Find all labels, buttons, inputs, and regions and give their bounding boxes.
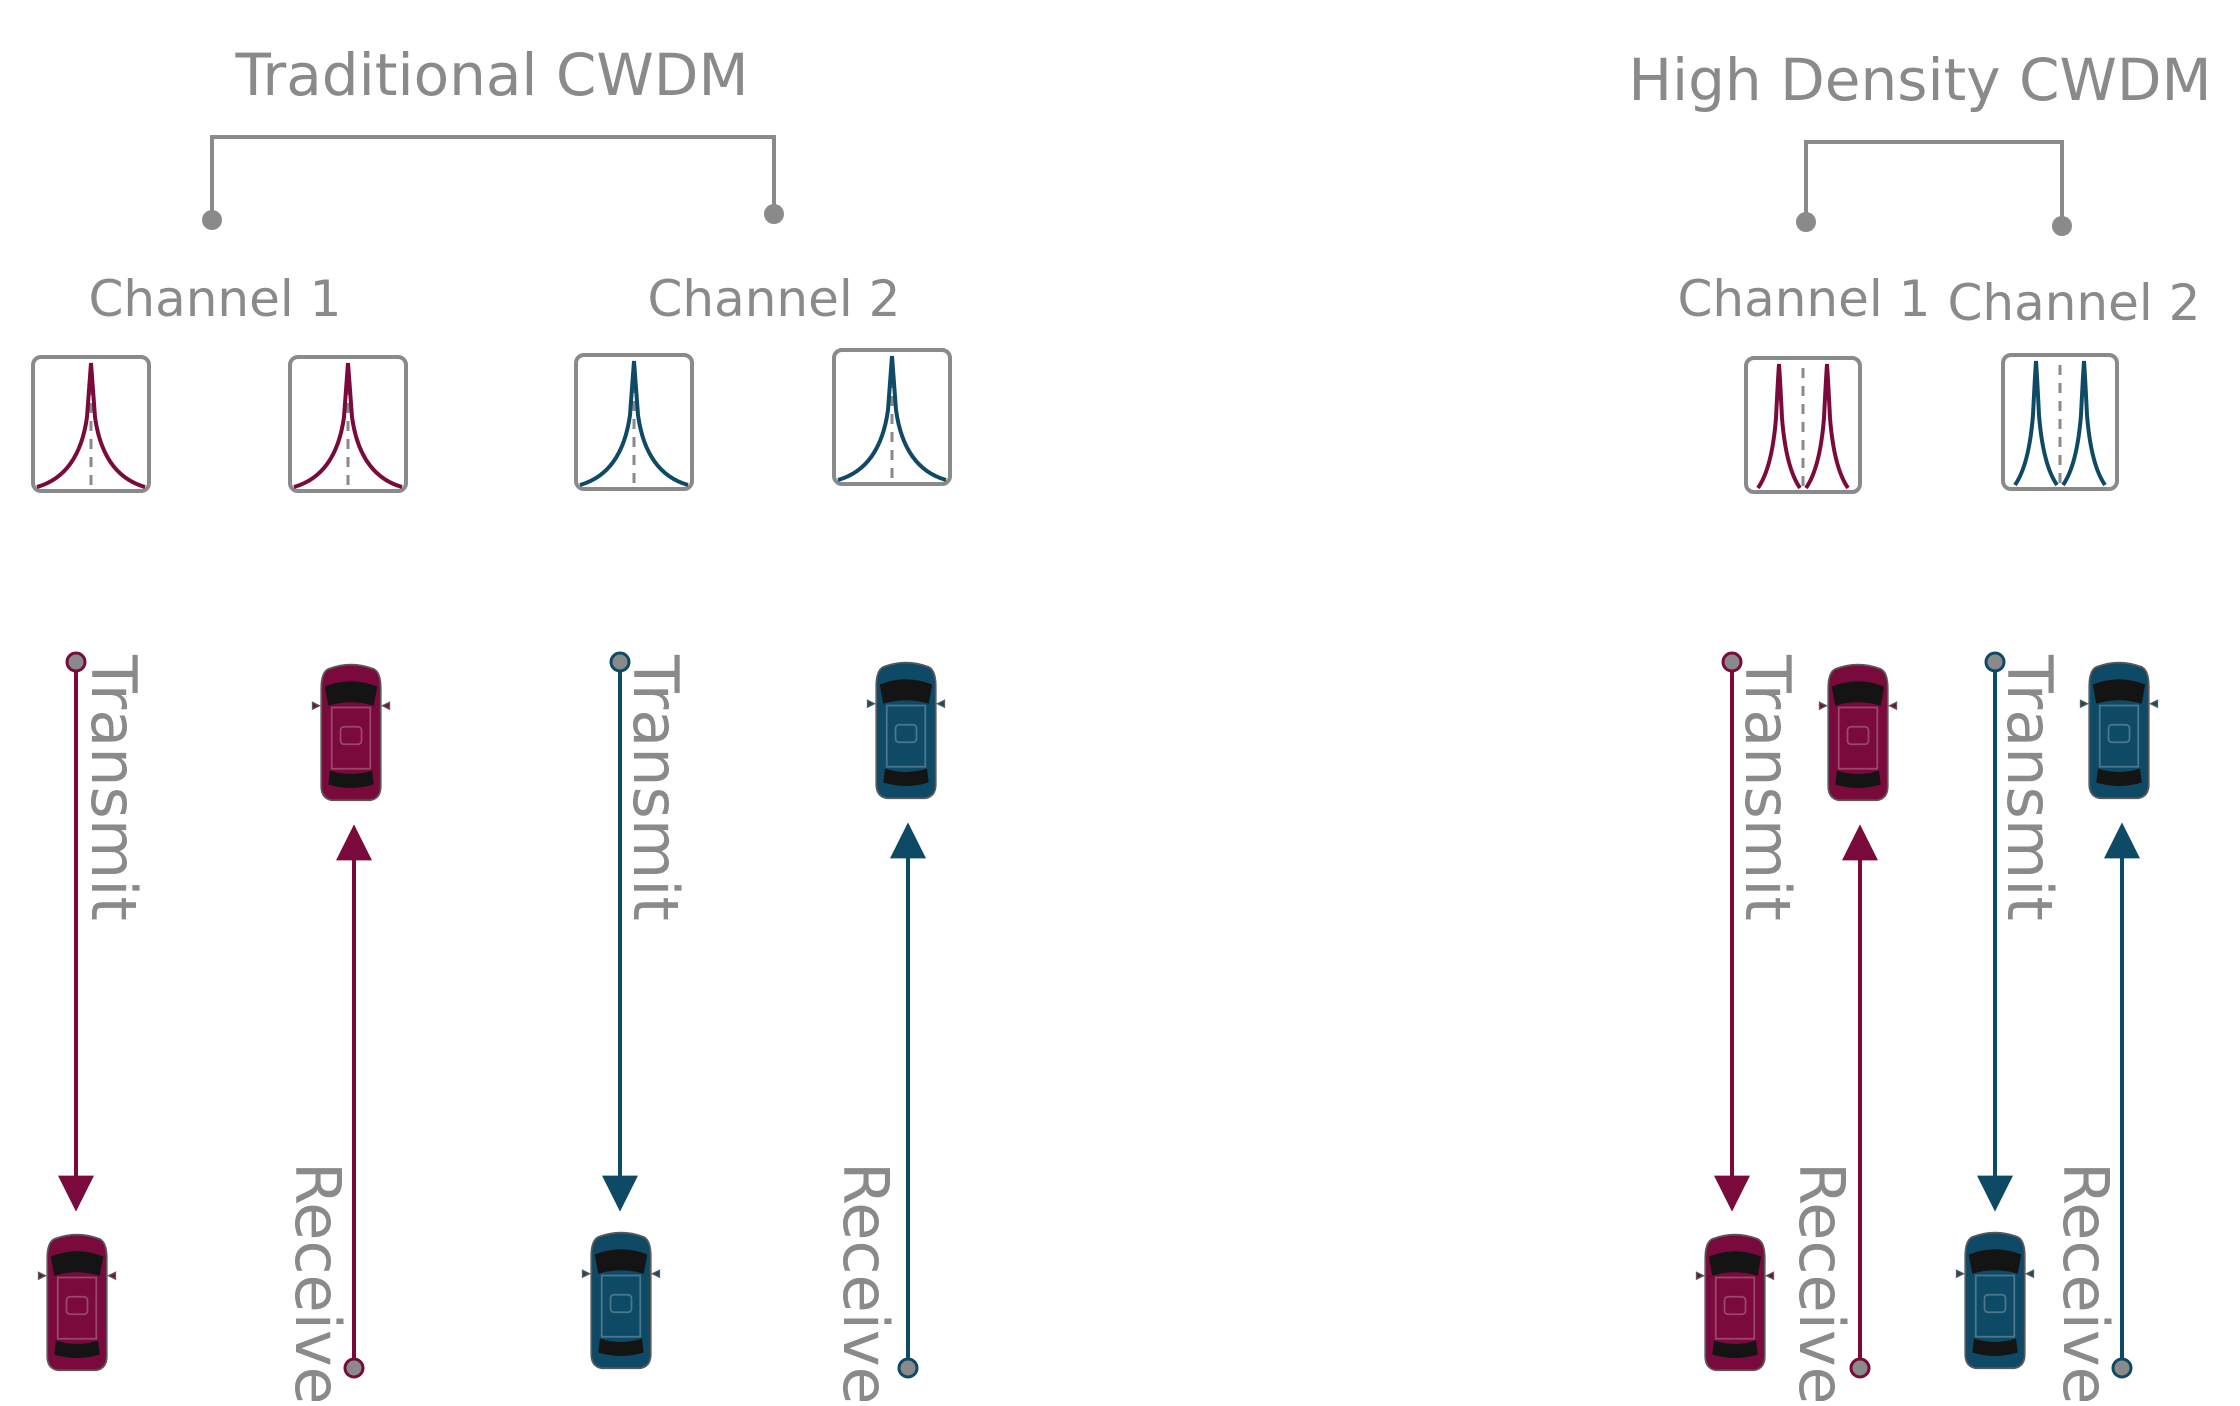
traditional-channel-2-label: Channel 2	[648, 270, 901, 328]
bracket-dot-left	[202, 210, 222, 230]
traditional-cwdm-section: Traditional CWDM Channel 1 Channel 2	[31, 41, 952, 1405]
traditional-bracket	[210, 135, 776, 220]
hd-ch1-receive-origin	[1849, 1357, 1871, 1379]
hd-ch2-receive-origin	[2111, 1357, 2133, 1379]
car-top-view-icon	[2079, 661, 2159, 800]
car-top-view-icon	[1695, 1233, 1775, 1372]
hd-ch1-transmit-origin	[1721, 651, 1743, 673]
hd-ch2-receive-label: Receive	[2049, 1162, 2122, 1401]
car-top-view-icon	[866, 661, 946, 800]
bracket-dot-right	[764, 204, 784, 224]
traditional-ch2-receive-label: Receive	[829, 1162, 902, 1401]
spectrum-peak-icon	[31, 355, 151, 493]
hd-ch1-receive-label: Receive	[1785, 1162, 1858, 1401]
hd-ch1-transmit-label: Transmit	[1731, 654, 1804, 921]
car-top-view-icon	[581, 1231, 661, 1370]
traditional-ch1-receive-label: Receive	[281, 1162, 354, 1401]
ch2-receive-origin	[897, 1357, 919, 1379]
traditional-ch2-transmit-label: Transmit	[619, 654, 692, 921]
bracket-dot-right	[2052, 216, 2072, 236]
high-density-bracket	[1804, 140, 2064, 226]
spectrum-peak-icon	[2001, 353, 2119, 491]
high-density-channel-1-label: Channel 1	[1678, 270, 1931, 328]
ch2-transmit-origin	[609, 651, 631, 673]
high-density-channel-2-label: Channel 2	[1948, 274, 2201, 332]
spectrum-peak-icon	[288, 355, 408, 493]
hd-ch2-transmit-origin	[1984, 651, 2006, 673]
traditional-ch1-transmit-label: Transmit	[77, 654, 150, 921]
car-top-view-icon	[1818, 663, 1898, 802]
car-top-view-icon	[37, 1233, 117, 1372]
spectrum-peak-icon	[574, 353, 694, 491]
bracket-dot-left	[1796, 212, 1816, 232]
high-density-cwdm-section: High Density CWDM Channel 1 Channel 2 Tr…	[1628, 46, 2211, 1405]
ch1-receive-origin	[343, 1357, 365, 1379]
traditional-channel-1-label: Channel 1	[89, 270, 342, 328]
hd-ch2-transmit-label: Transmit	[1993, 654, 2066, 921]
traditional-cwdm-title: Traditional CWDM	[235, 41, 749, 109]
ch1-transmit-origin	[65, 651, 87, 673]
high-density-cwdm-title: High Density CWDM	[1628, 46, 2211, 114]
spectrum-peak-icon	[832, 348, 952, 486]
spectrum-peak-icon	[1744, 356, 1862, 494]
car-top-view-icon	[311, 663, 391, 802]
car-top-view-icon	[1955, 1231, 2035, 1370]
